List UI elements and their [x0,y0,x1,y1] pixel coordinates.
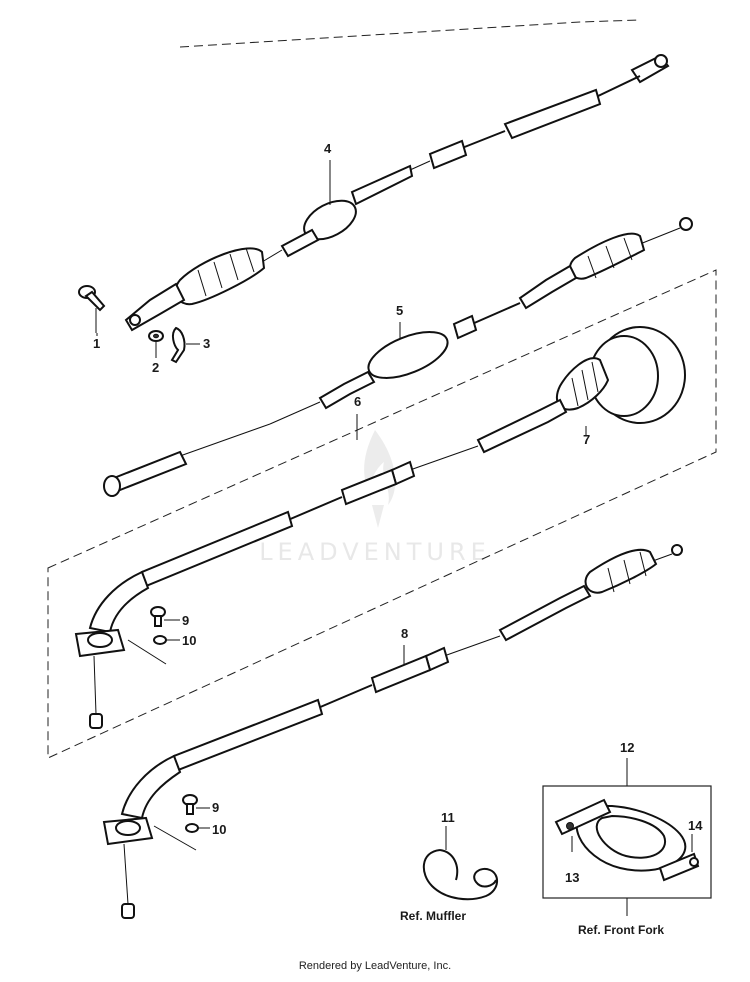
callout-7: 7 [583,432,590,447]
callout-3: 3 [203,336,210,351]
callout-12: 12 [620,740,634,755]
watermark-text: LEADVENTURE [259,538,491,566]
part-2-washer [148,330,164,358]
part-9-screw-lower [182,794,210,815]
part-12-clamp [542,758,712,916]
cable-6 [74,398,568,729]
callout-10-lower: 10 [212,822,226,837]
part-7-boot [555,326,686,436]
callout-6: 6 [354,394,361,409]
callout-9-lower: 9 [212,800,219,815]
callout-2: 2 [152,360,159,375]
callout-13: 13 [565,870,579,885]
group-box [47,269,717,759]
callout-14: 14 [688,818,703,833]
guide-line-top [179,19,641,48]
part-3-pin [170,326,200,364]
part-10-washer-lower [153,823,210,851]
ref-muffler: Ref. Muffler [400,909,466,923]
part-10-washer-upper [127,635,180,665]
cable-4 [124,54,670,332]
cable-5 [103,217,693,497]
callout-5: 5 [396,303,403,318]
callout-11: 11 [441,810,455,825]
callout-labels: 1 2 3 4 5 6 7 8 9 10 9 10 11 12 13 14 [93,141,703,885]
part-9-screw-upper [150,606,180,627]
callout-4: 4 [324,141,332,156]
callout-8: 8 [401,626,408,641]
watermark: LEADVENTURE [259,430,491,566]
footer-credit: Rendered by LeadVenture, Inc. [298,960,452,972]
part-11-clip [422,826,498,901]
callout-10-upper: 10 [182,633,196,648]
part-1-bolt [78,285,106,333]
callout-1: 1 [93,336,100,351]
cable-8 [102,544,683,919]
callout-9-upper: 9 [182,613,189,628]
ref-front-fork: Ref. Front Fork [578,923,664,937]
